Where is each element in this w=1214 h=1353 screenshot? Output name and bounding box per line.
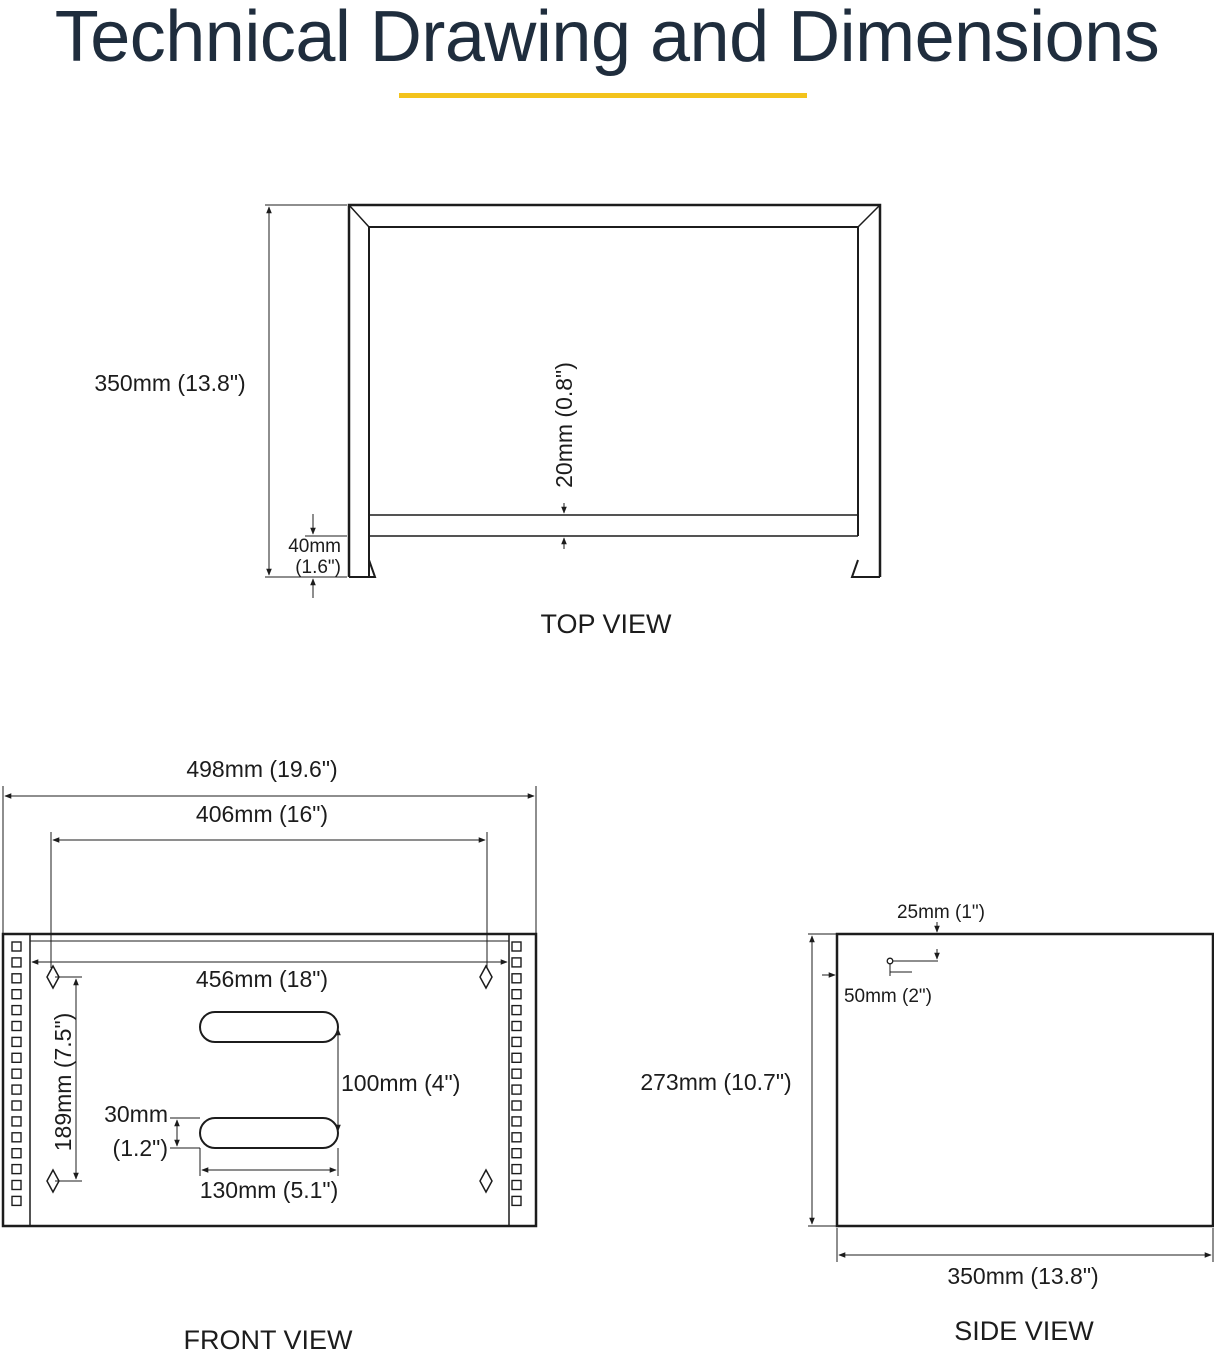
rail-hole-right xyxy=(511,1147,522,1159)
front-view-slot-bottom xyxy=(199,1117,339,1149)
rail-hole-right xyxy=(511,1179,522,1191)
front-view-keyhole-bottom-left xyxy=(46,1168,60,1194)
rail-hole-left xyxy=(11,973,22,984)
top-view-frame-inner xyxy=(368,226,859,577)
rail-hole-left xyxy=(11,1100,22,1111)
front-view-slot-spacing-label: 100mm (4") xyxy=(341,1070,460,1096)
rail-hole-left xyxy=(11,1084,22,1095)
front-view-rail-holes xyxy=(11,941,522,1207)
front-view-panel xyxy=(1,932,538,1228)
rail-hole-right xyxy=(511,989,522,1000)
side-view-mount-hole xyxy=(886,957,894,965)
top-view-rail-gap-label: 20mm (0.8") xyxy=(551,362,577,488)
rail-hole-right xyxy=(511,1020,522,1032)
top-view-frame-outer xyxy=(347,203,882,577)
front-view xyxy=(1,786,538,1228)
rail-hole-left xyxy=(11,1052,22,1064)
side-view-label: SIDE VIEW xyxy=(954,1316,1094,1346)
rail-hole-left xyxy=(11,1163,22,1175)
rail-hole-right xyxy=(511,1100,522,1111)
rail-hole-right xyxy=(511,1116,522,1127)
rail-hole-left xyxy=(11,1068,22,1079)
front-view-label: FRONT VIEW xyxy=(183,1325,353,1353)
rail-hole-left xyxy=(11,1147,22,1159)
front-view-hole-spacing-label: 406mm (16") xyxy=(196,801,328,827)
front-view-hole-vertical-label: 189mm (7.5") xyxy=(50,1013,76,1152)
side-view xyxy=(808,922,1214,1262)
rail-hole-left xyxy=(11,957,22,968)
front-view-slot-top xyxy=(199,1011,339,1043)
title-underline xyxy=(399,93,807,98)
rail-hole-right xyxy=(511,1084,522,1095)
front-view-keyhole-top-right xyxy=(479,964,493,990)
top-view-depth-label: 350mm (13.8") xyxy=(94,370,245,396)
rail-hole-left xyxy=(11,941,22,952)
front-view-slot-height-label-2: (1.2") xyxy=(113,1135,168,1161)
front-view-inner-width-label: 456mm (18") xyxy=(196,966,328,992)
rail-hole-left xyxy=(11,1036,22,1048)
side-view-hole-offset-top-label: 25mm (1") xyxy=(897,902,985,923)
rail-hole-left xyxy=(11,1116,22,1127)
side-view-height-label: 273mm (10.7") xyxy=(640,1069,791,1095)
rail-hole-left xyxy=(11,989,22,1000)
side-view-panel xyxy=(835,932,1214,1228)
rail-hole-left xyxy=(11,1195,22,1207)
rail-hole-left xyxy=(11,1132,22,1143)
rail-hole-right xyxy=(511,1004,522,1016)
rail-hole-right xyxy=(511,957,522,968)
front-view-slot-height-label-1: 30mm xyxy=(104,1101,168,1127)
page-title: Technical Drawing and Dimensions xyxy=(54,0,1160,77)
rail-hole-right xyxy=(511,1195,522,1207)
rail-hole-right xyxy=(511,1068,522,1079)
rail-hole-right xyxy=(511,1036,522,1048)
front-view-keyhole-top-left xyxy=(46,964,60,990)
rail-hole-right xyxy=(511,941,522,952)
top-view-lip-label-1: 40mm xyxy=(288,536,341,557)
top-view-foot-right xyxy=(850,559,880,578)
front-view-overall-width-label: 498mm (19.6") xyxy=(186,756,337,782)
rail-hole-left xyxy=(11,1004,22,1016)
top-view-foot-left xyxy=(349,559,377,578)
top-view-label: TOP VIEW xyxy=(540,609,672,639)
front-view-slot-width-label: 130mm (5.1") xyxy=(200,1177,339,1203)
rail-hole-right xyxy=(511,1052,522,1064)
rail-hole-right xyxy=(511,973,522,984)
side-view-depth-label: 350mm (13.8") xyxy=(947,1263,1098,1289)
top-view xyxy=(265,203,882,598)
rail-hole-right xyxy=(511,1132,522,1143)
rail-hole-right xyxy=(511,1163,522,1175)
top-view-lip-label-2: (1.6") xyxy=(295,557,341,578)
rail-hole-left xyxy=(11,1020,22,1032)
front-view-keyhole-bottom-right xyxy=(479,1168,493,1194)
side-view-hole-offset-side-label: 50mm (2") xyxy=(844,986,932,1007)
rail-hole-left xyxy=(11,1179,22,1191)
